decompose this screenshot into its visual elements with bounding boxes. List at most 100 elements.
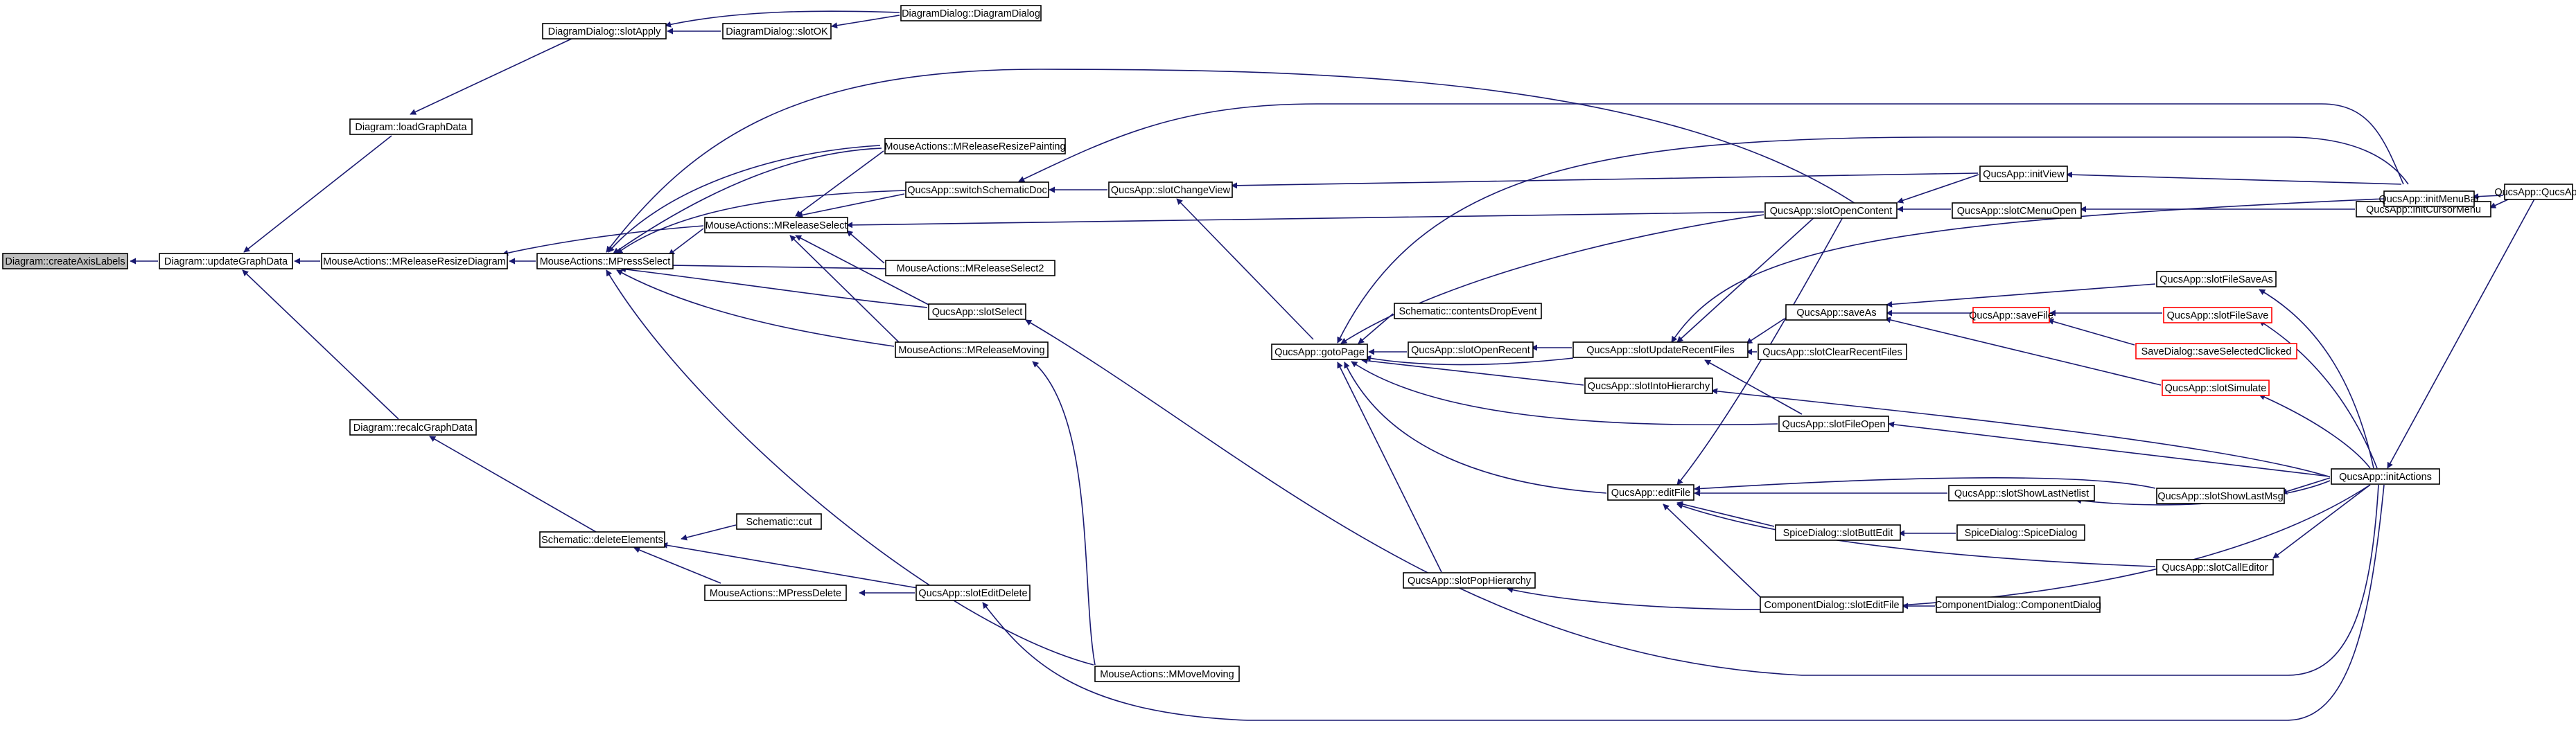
edge-gotoPage-contentsDropEvent (1358, 313, 1394, 344)
node-createAxisLabels[interactable]: Diagram::createAxisLabels (2, 253, 128, 269)
edge-deleteElements-slotEditDelete (661, 542, 922, 589)
svg-text:QucsApp::switchSchematicDoc: QucsApp::switchSchematicDoc (907, 185, 1046, 196)
node-slotEditDelete[interactable]: QucsApp::slotEditDelete (915, 585, 1031, 601)
node-slotCMenuOpen[interactable]: QucsApp::slotCMenuOpen (1952, 202, 2082, 219)
node-slotSimulate[interactable]: QucsApp::slotSimulate (2162, 380, 2270, 396)
node-initView[interactable]: QucsApp::initView (1979, 166, 2068, 182)
svg-text:QucsApp::slotFileOpen: QucsApp::slotFileOpen (1782, 419, 1885, 430)
node-MPressSelect[interactable]: MouseActions::MPressSelect (536, 253, 674, 269)
svg-text:QucsApp::slotClearRecentFiles: QucsApp::slotClearRecentFiles (1762, 347, 1902, 358)
edge-MPressSelect-slotOpenContent (606, 69, 1858, 253)
node-slotFileOpen[interactable]: QucsApp::slotFileOpen (1778, 416, 1889, 432)
svg-text:MouseActions::MPressSelect: MouseActions::MPressSelect (540, 256, 671, 267)
node-recalcGraphData[interactable]: Diagram::recalcGraphData (349, 419, 477, 436)
svg-text:MouseActions::MReleaseSelect2: MouseActions::MReleaseSelect2 (897, 263, 1044, 274)
node-initActions[interactable]: QucsApp::initActions (2331, 468, 2440, 485)
node-MPressDelete[interactable]: MouseActions::MPressDelete (704, 585, 847, 601)
node-slotCallEditor[interactable]: QucsApp::slotCallEditor (2156, 559, 2274, 576)
node-editFile[interactable]: QucsApp::editFile (1607, 484, 1694, 501)
node-updateGraphData[interactable]: Diagram::updateGraphData (159, 253, 293, 269)
edge-initView-QucsApp (2066, 171, 2402, 185)
node-switchSchematicDoc[interactable]: QucsApp::switchSchematicDoc (905, 181, 1049, 198)
node-contentsDropEvent[interactable]: Schematic::contentsDropEvent (1394, 303, 1542, 319)
svg-text:QucsApp::slotOpenContent: QucsApp::slotOpenContent (1770, 206, 1893, 217)
edge-slotOpenContent-initView (1897, 174, 1979, 204)
edge-slotEditDelete-initActions (982, 484, 2385, 721)
edge-gotoPage-editFile (1344, 362, 1607, 494)
node-cut[interactable]: Schematic::cut (736, 513, 822, 530)
node-saveFile[interactable]: QucsApp::saveFile (1969, 307, 2053, 323)
edge-updateGraphData-recalcGraphData (242, 269, 399, 420)
edge-MPressSelect-MMoveMoving (606, 269, 1094, 666)
edge-gotoPage-slotPopHierarchy (1337, 362, 1442, 573)
node-gotoPage[interactable]: QucsApp::gotoPage (1271, 344, 1368, 360)
svg-text:QucsApp::initMenuBar: QucsApp::initMenuBar (2378, 194, 2479, 205)
edge-MPressSelect-MReleaseMoving (616, 269, 895, 347)
svg-text:QucsApp::slotCallEditor: QucsApp::slotCallEditor (2162, 562, 2268, 573)
edge-slotFileSaveAs-initActions (2259, 289, 2374, 469)
node-slotClearRecentFiles[interactable]: QucsApp::slotClearRecentFiles (1758, 344, 1907, 360)
node-slotApply[interactable]: DiagramDialog::slotApply (542, 23, 667, 39)
node-slotShowLastMsg[interactable]: QucsApp::slotShowLastMsg (2156, 488, 2285, 504)
edge-editFile-slotEditFile (1663, 504, 1761, 598)
edge-initActions-QucsApp (2387, 195, 2537, 469)
edge-MPressSelect-MReleaseResizePainting-2 (613, 148, 882, 254)
edge-gotoPage-slotUpdateRecentFiles (1365, 355, 1574, 366)
svg-text:QucsApp::slotPopHierarchy: QucsApp::slotPopHierarchy (1408, 576, 1532, 587)
svg-text:Schematic::deleteElements: Schematic::deleteElements (541, 535, 663, 546)
edge-MReleaseSelect-MReleaseMoving (789, 235, 902, 345)
node-slotEditFile[interactable]: ComponentDialog::slotEditFile (1760, 596, 1904, 613)
node-MMoveMoving[interactable]: MouseActions::MMoveMoving (1094, 666, 1240, 682)
node-MReleaseSelect2[interactable]: MouseActions::MReleaseSelect2 (885, 260, 1055, 276)
edge-loadGraphData-slotApply (410, 37, 574, 115)
node-slotShowLastNetlist[interactable]: QucsApp::slotShowLastNetlist (1948, 485, 2095, 501)
edge-editFile-slotCallEditor (1676, 503, 2156, 567)
edge-slotUpdateRecentFiles-saveAs (1746, 318, 1785, 344)
edge-gotoPage-slotIntoHierarchy (1361, 357, 1584, 386)
svg-text:QucsApp::saveAs: QucsApp::saveAs (1796, 308, 1876, 319)
svg-text:Diagram::createAxisLabels: Diagram::createAxisLabels (5, 256, 125, 267)
node-SpiceDialog[interactable]: SpiceDialog::SpiceDialog (1956, 524, 2085, 541)
edge-saveAs-slotSimulate (1884, 317, 2162, 386)
edge-gotoPage-slotFileOpen (1351, 361, 1778, 426)
edge-MPressSelect-slotSelect (620, 266, 928, 308)
node-DiagramDialog[interactable]: DiagramDialog::DiagramDialog (900, 5, 1042, 21)
node-slotChangeView[interactable]: QucsApp::slotChangeView (1108, 181, 1233, 198)
node-slotFileSaveAs[interactable]: QucsApp::slotFileSaveAs (2156, 271, 2277, 287)
svg-text:MouseActions::MReleaseResizePa: MouseActions::MReleaseResizePainting (884, 141, 1065, 152)
svg-text:QucsApp::slotUpdateRecentFiles: QucsApp::slotUpdateRecentFiles (1586, 345, 1735, 356)
node-saveAs[interactable]: QucsApp::saveAs (1785, 304, 1888, 321)
node-ComponentDialog[interactable]: ComponentDialog::ComponentDialog (1935, 596, 2101, 613)
node-slotFileSave[interactable]: QucsApp::slotFileSave (2163, 307, 2272, 323)
svg-text:MouseActions::MReleaseSelect: MouseActions::MReleaseSelect (706, 220, 848, 231)
node-deleteElements[interactable]: Schematic::deleteElements (539, 531, 665, 548)
edge-slotCallEditor-initActions (2272, 484, 2371, 559)
svg-text:QucsApp::slotIntoHierarchy: QucsApp::slotIntoHierarchy (1588, 381, 1710, 392)
svg-text:QucsApp::saveFile: QucsApp::saveFile (1969, 310, 2053, 321)
edge-slotFileSave-initActions (2259, 320, 2378, 469)
node-slotOK[interactable]: DiagramDialog::slotOK (722, 23, 832, 39)
node-slotButtEdit[interactable]: SpiceDialog::slotButtEdit (1775, 524, 1901, 541)
svg-text:Diagram::loadGraphData: Diagram::loadGraphData (355, 122, 467, 133)
node-MReleaseMoving[interactable]: MouseActions::MReleaseMoving (895, 341, 1049, 358)
edge-saveFile-saveSelectedClicked (2047, 318, 2135, 346)
node-MReleaseSelect[interactable]: MouseActions::MReleaseSelect (704, 217, 848, 233)
node-slotSelect[interactable]: QucsApp::slotSelect (928, 303, 1026, 320)
node-MReleaseResizeDiagram[interactable]: MouseActions::MReleaseResizeDiagram (321, 253, 508, 269)
node-saveSelectedClicked[interactable]: SaveDialog::saveSelectedClicked (2135, 343, 2297, 359)
node-slotPopHierarchy[interactable]: QucsApp::slotPopHierarchy (1403, 572, 1536, 589)
node-slotIntoHierarchy[interactable]: QucsApp::slotIntoHierarchy (1584, 377, 1713, 394)
svg-text:SpiceDialog::slotButtEdit: SpiceDialog::slotButtEdit (1783, 528, 1893, 539)
node-initMenuBar[interactable]: QucsApp::initMenuBar (2378, 190, 2480, 207)
edge-slotSimulate-initActions (2259, 394, 2371, 469)
edge-MReleaseSelect-MReleaseResizePainting (795, 150, 884, 217)
node-slotOpenContent[interactable]: QucsApp::slotOpenContent (1764, 202, 1898, 219)
node-QucsApp[interactable]: QucsApp::QucsApp (2494, 184, 2576, 200)
node-slotOpenRecent[interactable]: QucsApp::slotOpenRecent (1408, 341, 1534, 358)
edge-slotChangeView-initView (1231, 172, 1979, 189)
node-loadGraphData[interactable]: Diagram::loadGraphData (349, 118, 473, 135)
edge-slotApply-DiagramDialog (665, 10, 900, 28)
svg-text:QucsApp::gotoPage: QucsApp::gotoPage (1274, 347, 1365, 358)
node-slotUpdateRecentFiles[interactable]: QucsApp::slotUpdateRecentFiles (1572, 341, 1749, 358)
node-MReleaseResizePainting[interactable]: MouseActions::MReleaseResizePainting (884, 138, 1066, 154)
